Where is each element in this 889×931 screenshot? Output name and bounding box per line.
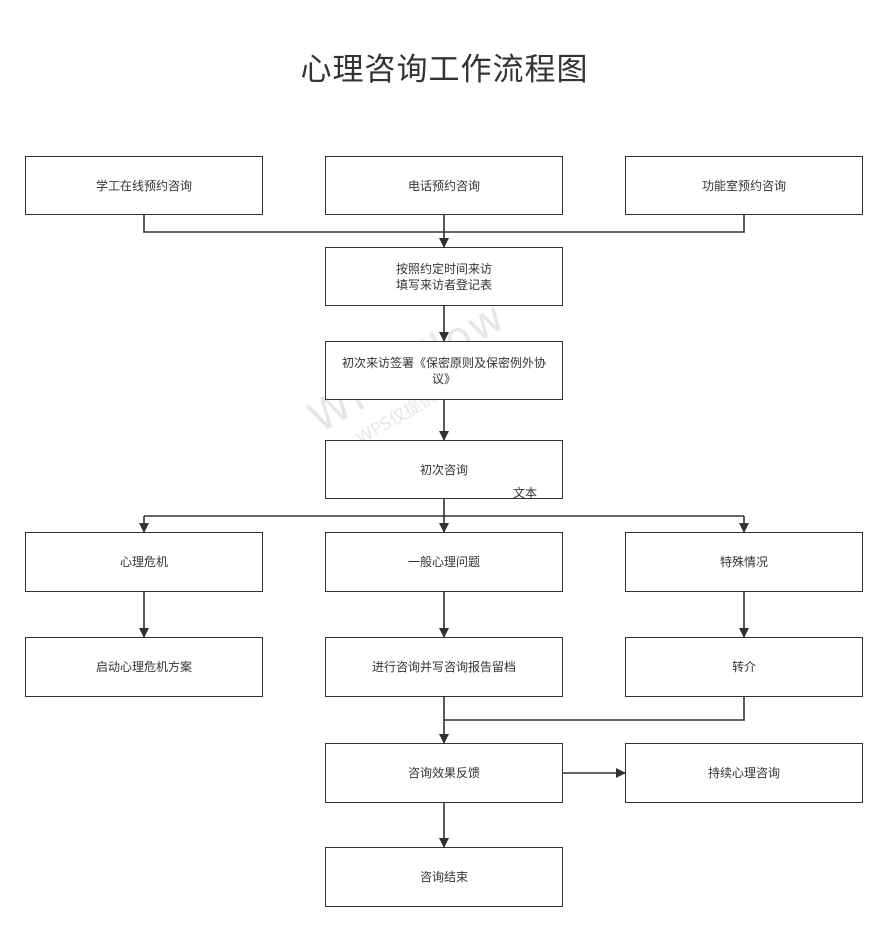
node-label: 进行咨询并写咨询报告留档 (371, 660, 516, 674)
node-end[interactable]: 咨询结束 (325, 847, 563, 907)
node-label-line2: 填写来访者登记表 (395, 277, 492, 292)
node-office-booking[interactable]: 功能室预约咨询 (625, 156, 863, 215)
connector-office-to-visit (444, 215, 745, 233)
node-label: 咨询效果反馈 (407, 766, 480, 780)
connector-first-branch-bus (144, 499, 744, 517)
node-feedback[interactable]: 咨询效果反馈 (325, 743, 563, 803)
node-sign-agreement[interactable]: 初次来访签署《保密原则及保密例外协议》 (325, 341, 563, 400)
node-continue-counseling[interactable]: 持续心理咨询 (625, 743, 863, 803)
node-crisis-plan[interactable]: 启动心理危机方案 (25, 637, 263, 697)
node-label: 特殊情况 (719, 555, 768, 569)
node-label: 功能室预约咨询 (701, 178, 786, 193)
node-label: 学工在线预约咨询 (95, 178, 192, 193)
connector-online-to-visit (143, 215, 444, 233)
node-phone-booking[interactable]: 电话预约咨询 (325, 156, 563, 215)
node-referral[interactable]: 转介 (625, 637, 863, 697)
node-label: 心理危机 (119, 555, 168, 569)
node-general-issue[interactable]: 一般心理问题 (325, 532, 563, 592)
node-counsel-report[interactable]: 进行咨询并写咨询报告留档 (325, 637, 563, 697)
node-label: 一般心理问题 (407, 555, 480, 569)
node-first-session[interactable]: 初次咨询 (325, 440, 563, 499)
node-online-booking[interactable]: 学工在线预约咨询 (25, 156, 263, 215)
node-label: 转介 (731, 660, 756, 674)
diagram-title: 心理咨询工作流程图 (300, 52, 589, 88)
stray-text-label[interactable]: 文本 (513, 486, 538, 500)
node-crisis[interactable]: 心理危机 (25, 532, 263, 592)
node-label: 电话预约咨询 (407, 178, 480, 193)
node-label: 咨询结束 (419, 870, 468, 884)
node-special-case[interactable]: 特殊情况 (625, 532, 863, 592)
node-label: 初次咨询 (419, 462, 468, 477)
node-label: 启动心理危机方案 (95, 660, 192, 674)
node-label: 持续心理咨询 (707, 766, 780, 780)
node-visit-register[interactable]: 按照约定时间来访 填写来访者登记表 (325, 247, 563, 306)
node-label-line1: 按照约定时间来访 (395, 261, 492, 276)
node-label: 初次来访签署《保密原则及保密例外协议》 (341, 355, 546, 386)
connector-referral-to-feedback (444, 697, 745, 721)
